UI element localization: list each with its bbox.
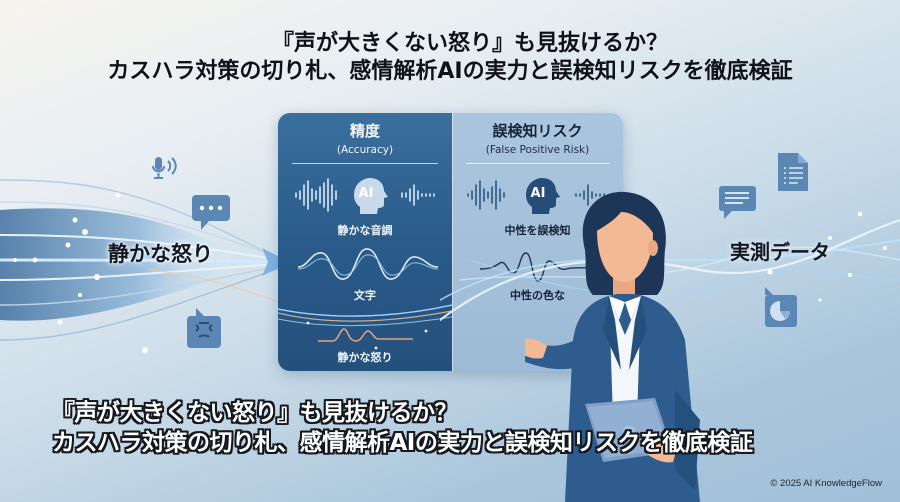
left-flow-illustration — [0, 150, 300, 370]
ai-head-icon: AI — [522, 177, 562, 215]
quiet-anger-label: 静かな怒り — [108, 242, 213, 266]
caption-title: 『声が大きくない怒り』も見抜けるか？ カスハラ対策の切り札、感情解析AIの実力と… — [52, 398, 753, 458]
presenter-illustration — [525, 191, 700, 502]
quiet-tone-label: 静かな音調 — [337, 224, 393, 237]
caption-line-1: 『声が大きくない怒り』も見抜けるか？ — [52, 400, 458, 426]
neutral-color-label: 中性の色な — [510, 289, 565, 302]
ai-head-icon: AI — [350, 177, 390, 215]
data-flow-lines — [440, 211, 900, 322]
page-title: 『声が大きくない怒り』も見抜けるか？ カスハラ対策の切り札、感情解析AIの実力と… — [0, 30, 900, 86]
divider — [466, 163, 609, 164]
accuracy-subheading: (Accuracy) — [336, 144, 394, 156]
measured-data-label: 実測データ — [730, 240, 830, 264]
column-divider — [452, 113, 453, 371]
title-line-1: 『声が大きくない怒り』も見抜けるか？ — [271, 31, 668, 56]
text-label: 文字 — [354, 289, 376, 302]
accuracy-column: 精度 (Accuracy) AI — [278, 113, 452, 371]
false-positive-heading: 誤検知リスク — [492, 122, 583, 140]
accuracy-heading: 精度 — [349, 122, 380, 140]
message-bubble-icon — [719, 186, 756, 219]
chat-bubble-ellipsis-icon — [192, 195, 230, 230]
sound-wave-icon — [295, 178, 435, 212]
anger-wave-graphic — [278, 304, 452, 350]
caption-line-2: カスハラ対策の切り札、感情解析AIの実力と誤検知リスクを徹底検証 — [52, 430, 753, 456]
sound-wave-icon — [467, 180, 605, 210]
neutral-misdetect-label: 中性を誤検知 — [504, 224, 571, 237]
pie-chart-icon — [765, 287, 797, 327]
anger-bubble-icon — [187, 308, 221, 348]
title-line-2: カスハラ対策の切り札、感情解析AIの実力と誤検知リスクを徹底検証 — [107, 59, 793, 84]
false-positive-subheading: (False Positive Risk) — [485, 144, 590, 156]
quiet-anger-panel-label: 静かな怒り — [337, 351, 393, 364]
sine-wave-graphic — [298, 248, 438, 280]
copyright-notice: © 2025 AI KnowledgeFlow — [770, 478, 882, 489]
divider — [292, 163, 438, 164]
document-icon — [778, 153, 808, 191]
microphone-icon — [152, 157, 177, 179]
